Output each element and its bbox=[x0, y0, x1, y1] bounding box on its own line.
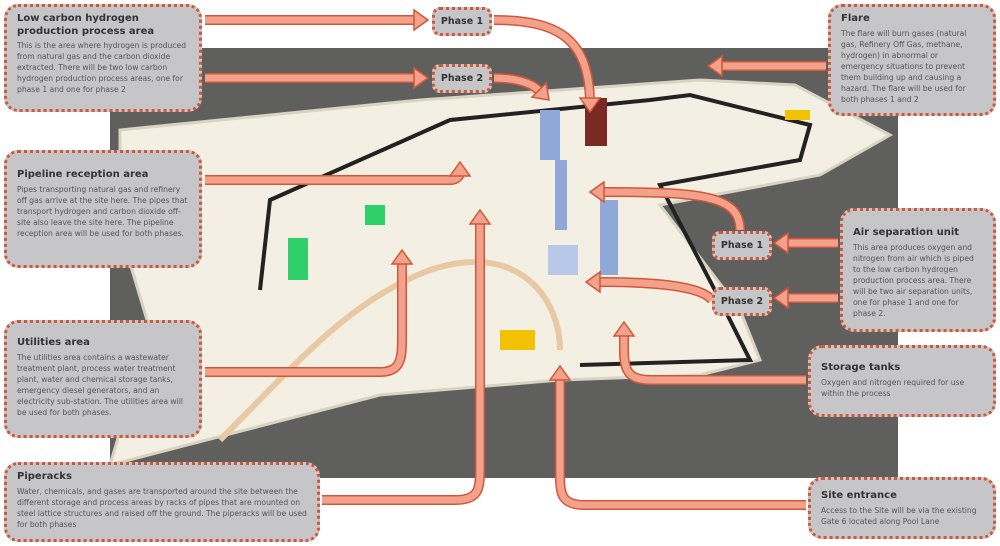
callout-arrow bbox=[205, 8, 430, 32]
callout-utilities: Utilities area The utilities area contai… bbox=[4, 320, 202, 438]
callout-text: The utilities area contains a wastewater… bbox=[17, 352, 183, 417]
phase-2-label-top: Phase 2 bbox=[432, 64, 492, 93]
callout-text: Oxygen and nitrogen required for use wit… bbox=[821, 377, 965, 398]
callout-arrow bbox=[772, 231, 838, 255]
arrows bbox=[205, 8, 838, 510]
callout-text: This area produces oxygen and nitrogen f… bbox=[853, 242, 974, 318]
arrowhead bbox=[468, 208, 492, 225]
callout-title: Storage tanks bbox=[821, 362, 901, 373]
callout-arrow bbox=[612, 320, 806, 385]
flare-building bbox=[785, 110, 810, 120]
callout-title: Flare bbox=[841, 13, 870, 24]
phase-1-label-top: Phase 1 bbox=[432, 7, 492, 36]
site-boundary bbox=[258, 92, 813, 367]
process-structure bbox=[540, 110, 560, 160]
arrow-shaft bbox=[601, 188, 744, 231]
callout-pipeline: Pipeline reception area Pipes transporti… bbox=[4, 150, 202, 268]
callout-arrow bbox=[205, 66, 430, 90]
callout-title: Utilities area bbox=[17, 337, 90, 348]
arrowhead bbox=[612, 320, 636, 337]
callout-arrow bbox=[548, 364, 806, 510]
arrow-shaft bbox=[556, 378, 806, 509]
callout-title: Low carbon hydrogen production process a… bbox=[17, 13, 155, 37]
callout-title: Piperacks bbox=[17, 471, 72, 482]
process-structure bbox=[600, 200, 618, 275]
arrowhead bbox=[530, 81, 550, 101]
callout-arrow bbox=[772, 286, 838, 310]
callout-arrow bbox=[205, 248, 414, 377]
arrowhead bbox=[390, 248, 414, 265]
utilities-green bbox=[365, 205, 385, 225]
callout-arrow bbox=[322, 208, 492, 505]
callout-arrow bbox=[588, 180, 745, 231]
callout-arrow bbox=[493, 73, 550, 101]
arrow-shaft bbox=[322, 222, 484, 504]
process-structure bbox=[548, 245, 578, 275]
arrowhead bbox=[772, 231, 789, 255]
callout-title: Pipeline reception area bbox=[17, 169, 149, 180]
arrowhead bbox=[548, 364, 572, 381]
callout-title: Air separation unit bbox=[853, 227, 960, 238]
arrowhead bbox=[413, 8, 430, 32]
process-structure bbox=[555, 160, 567, 230]
arrowhead bbox=[706, 54, 723, 78]
callout-air-separation: Air separation unit This area produces o… bbox=[840, 208, 996, 332]
arrow-shaft bbox=[597, 278, 715, 303]
callout-flare: Flare The flare will burn gases (natural… bbox=[828, 4, 996, 116]
arrowhead bbox=[588, 180, 605, 204]
callout-text: The flare will burn gases (natural gas, … bbox=[841, 28, 967, 104]
arrowhead bbox=[772, 286, 789, 310]
arrowhead bbox=[413, 66, 430, 90]
phase-2-label-right: Phase 2 bbox=[712, 287, 772, 316]
arrow-shaft bbox=[493, 16, 594, 101]
callout-piperacks: Piperacks Water, chemicals, and gases ar… bbox=[4, 462, 320, 542]
arrowhead bbox=[448, 160, 472, 177]
callout-arrow bbox=[205, 160, 472, 185]
callout-site-entrance: Site entrance Access to the Site will be… bbox=[808, 477, 996, 539]
callout-storage-tanks: Storage tanks Oxygen and nitrogen requir… bbox=[808, 345, 996, 417]
arrow-shaft bbox=[620, 334, 806, 384]
arrowhead bbox=[584, 270, 601, 294]
callout-text: Access to the Site will be via the exist… bbox=[821, 505, 977, 526]
callout-arrow bbox=[706, 54, 826, 78]
callout-title: Site entrance bbox=[821, 490, 897, 501]
callout-text: Pipes transporting natural gas and refin… bbox=[17, 184, 188, 238]
utilities-green bbox=[288, 238, 308, 280]
arrow-shaft bbox=[205, 262, 406, 376]
callout-text: This is the area where hydrogen is produ… bbox=[17, 41, 187, 94]
callout-text: Water, chemicals, and gases are transpor… bbox=[17, 486, 307, 529]
phase-1-label-right: Phase 1 bbox=[712, 231, 772, 260]
callout-hydrogen: Low carbon hydrogen production process a… bbox=[4, 4, 202, 112]
callout-arrow bbox=[493, 15, 602, 114]
callout-arrow bbox=[584, 270, 716, 304]
entrance-building bbox=[500, 330, 535, 350]
arrowhead bbox=[578, 97, 602, 114]
